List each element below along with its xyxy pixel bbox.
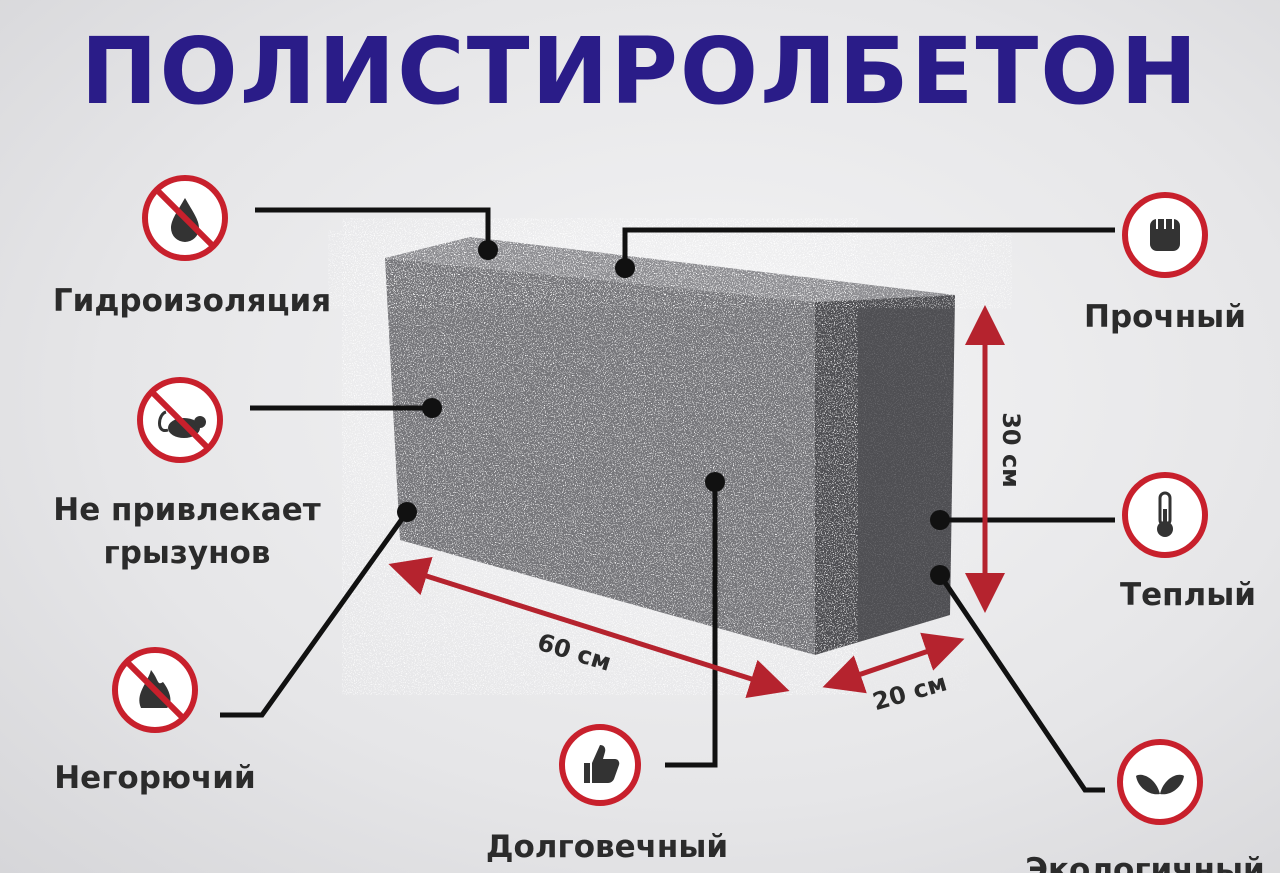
thermometer-icon xyxy=(1122,472,1208,558)
length-label: 60 см xyxy=(534,628,614,677)
feature-eco-label: Экологичный xyxy=(1025,852,1264,873)
width-label: 20 см xyxy=(870,668,950,716)
feature-rodents-label-line1: Не привлекает xyxy=(53,492,320,528)
page-title: ПОЛИСТИРОЛБЕТОН xyxy=(81,18,1200,125)
polystyrene-concrete-block xyxy=(385,237,955,655)
leaves-icon xyxy=(1117,739,1203,825)
feature-nonflammable-label: Негорючий xyxy=(54,760,256,796)
dimension-arrows xyxy=(388,305,1005,699)
feature-rodents-label-line2: грызунов xyxy=(104,535,271,571)
fist-icon xyxy=(1122,192,1208,278)
height-label: 30 см xyxy=(997,412,1025,488)
leader-dots xyxy=(397,240,950,585)
feature-warm-label: Теплый xyxy=(1120,577,1256,613)
feature-durable-label: Долговечный xyxy=(486,829,728,865)
feature-strong-label: Прочный xyxy=(1084,299,1246,335)
no-rodent-icon xyxy=(137,377,223,463)
thumbs-up-icon xyxy=(559,724,641,806)
no-water-icon xyxy=(142,175,228,261)
feature-waterproof-label: Гидроизоляция xyxy=(53,283,331,319)
no-fire-icon xyxy=(112,647,198,733)
